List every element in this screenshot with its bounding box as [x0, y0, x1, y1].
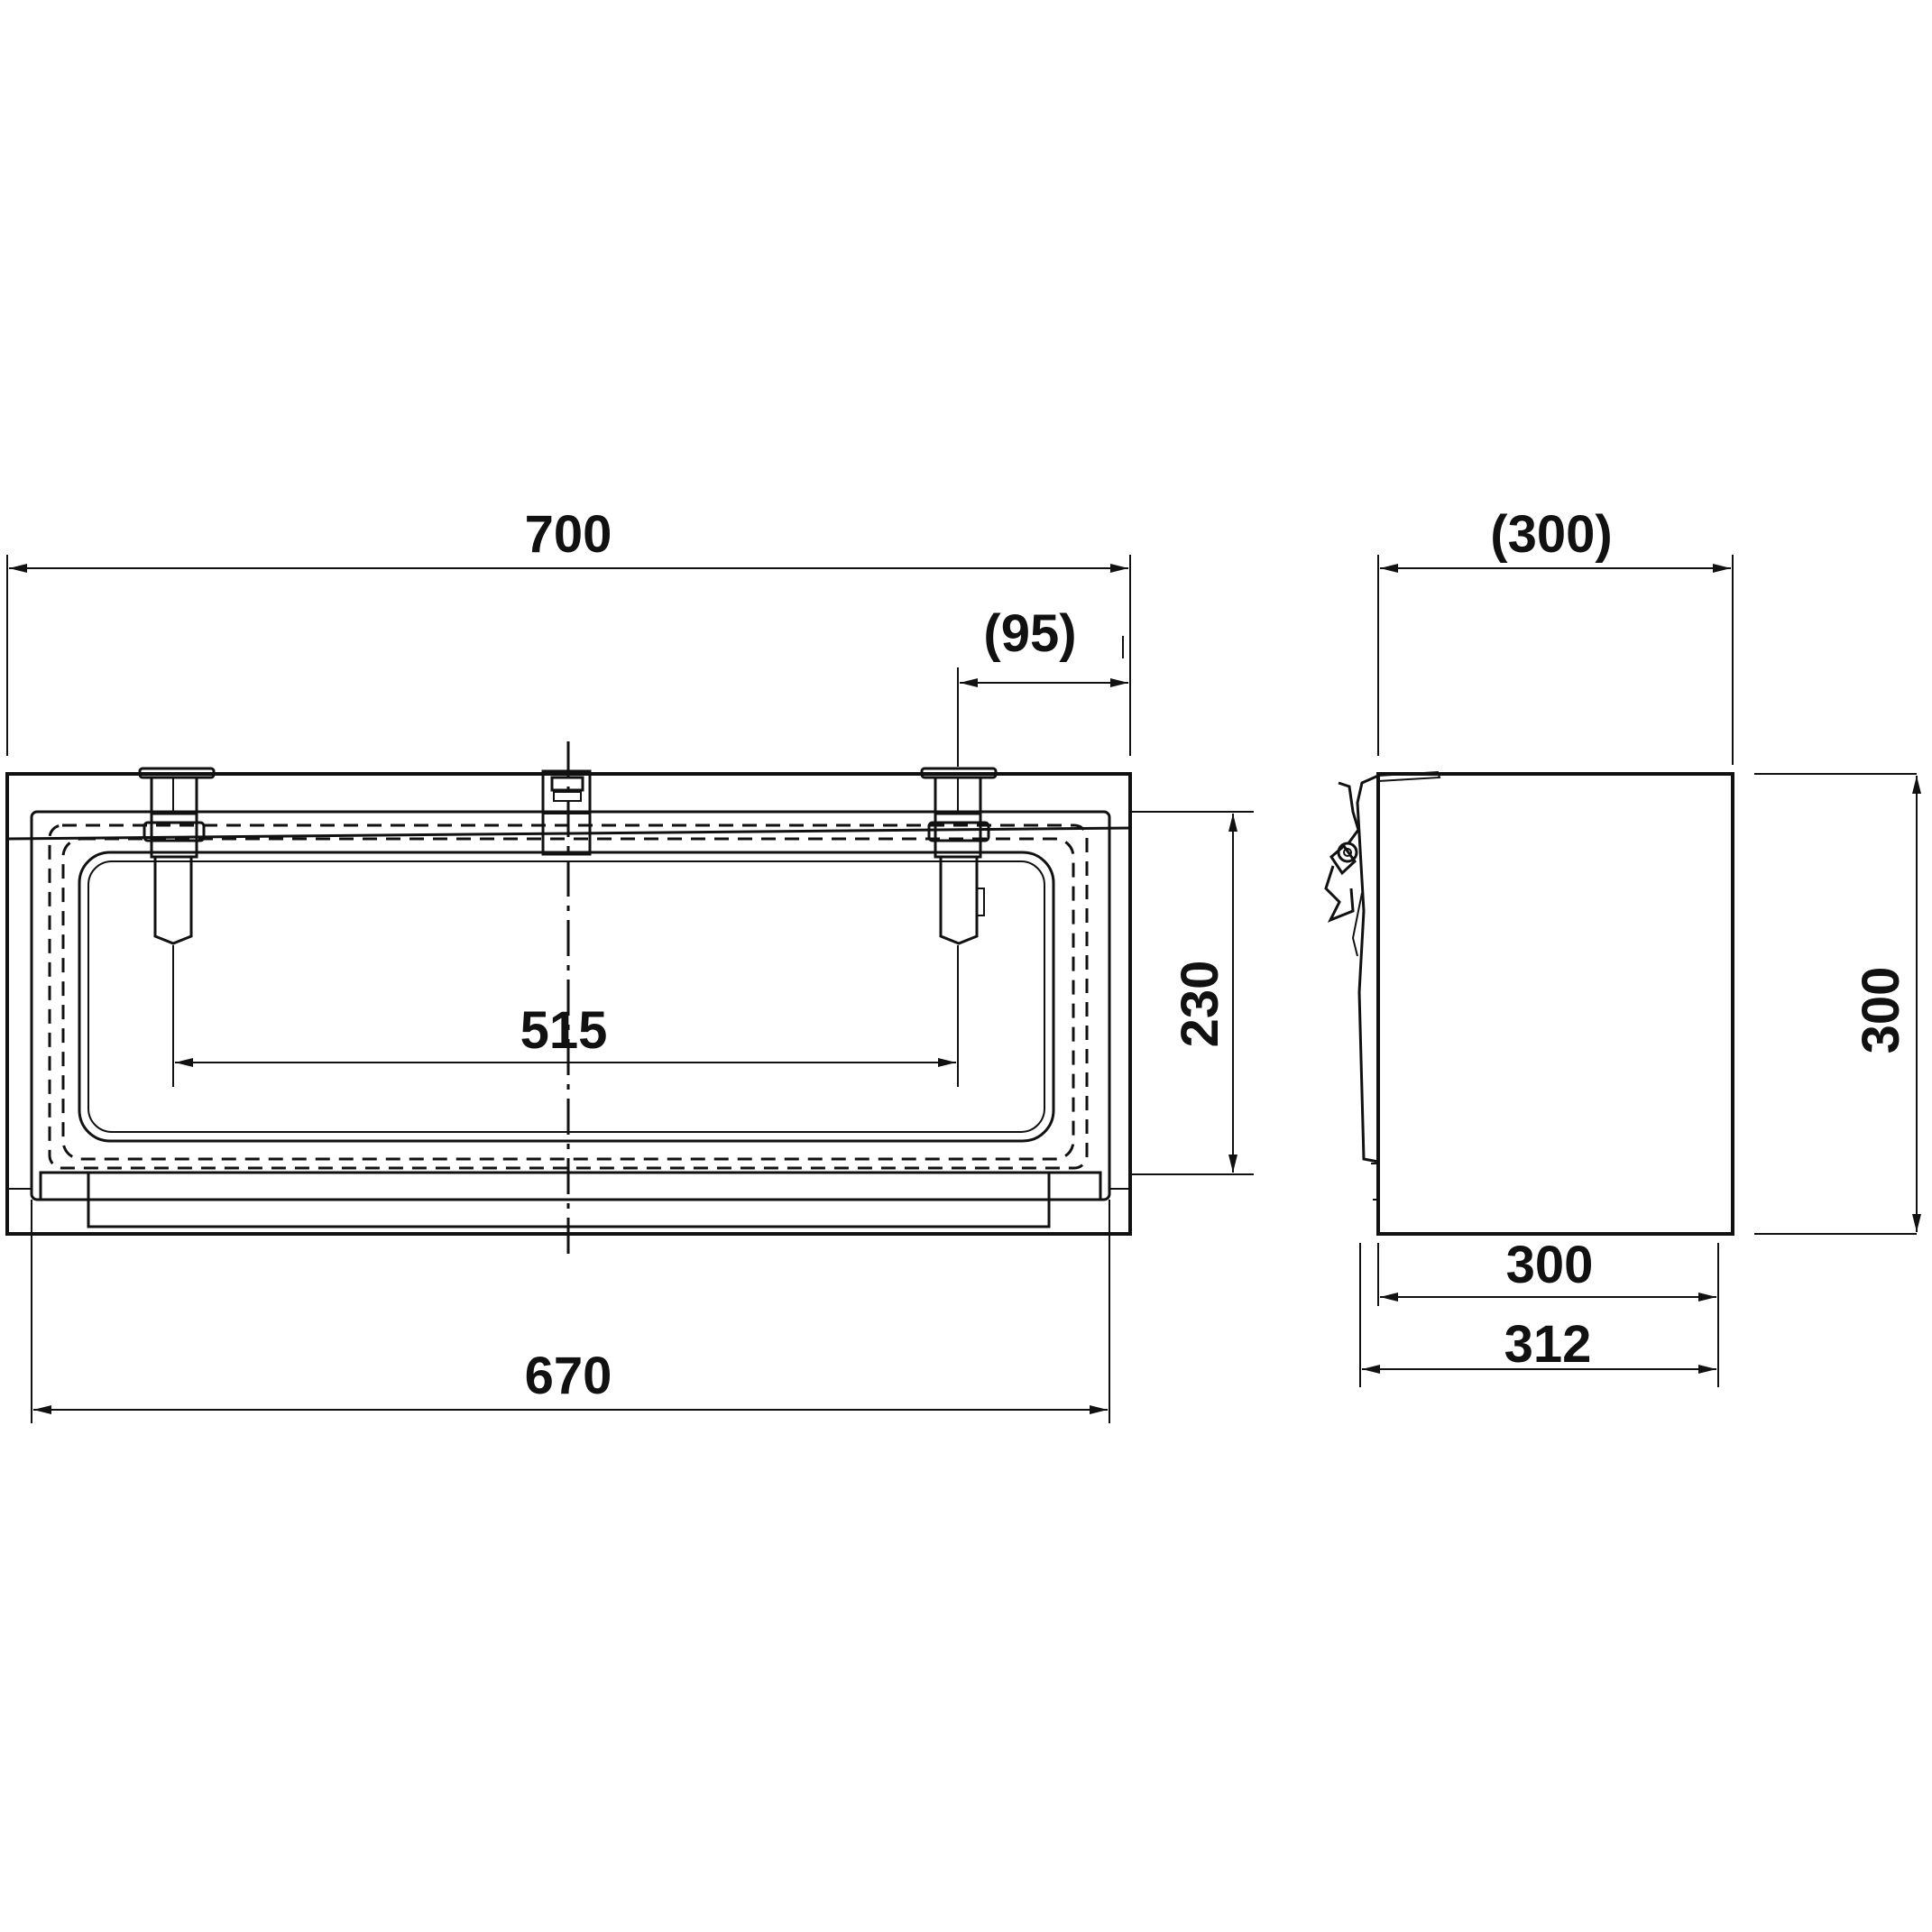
dim-700: 700	[525, 505, 612, 564]
center-lock	[541, 769, 592, 856]
dim-95: (95)	[983, 604, 1076, 663]
front-view: 700 (95) 515 230 670	[5, 505, 1254, 1423]
dim-300-height: 300	[1852, 967, 1910, 1054]
dim-515: 515	[520, 1001, 608, 1060]
dim-670: 670	[525, 1347, 612, 1405]
side-lid-profile	[1356, 774, 1379, 1164]
side-view: (300) 300 300 312	[1324, 505, 1921, 1387]
front-opening-inner	[87, 860, 1045, 1133]
dim-300-depth: 300	[1506, 1236, 1594, 1294]
side-body	[1376, 772, 1734, 1236]
dim-312: 312	[1504, 1315, 1592, 1374]
dim-230: 230	[1171, 961, 1229, 1048]
latch-left	[138, 767, 216, 945]
hinge-strip	[39, 1171, 1102, 1201]
dim-300-ref: (300)	[1490, 505, 1612, 564]
latch-right	[920, 767, 998, 945]
front-opening-outer	[78, 851, 1055, 1143]
side-latch	[1324, 781, 1363, 957]
